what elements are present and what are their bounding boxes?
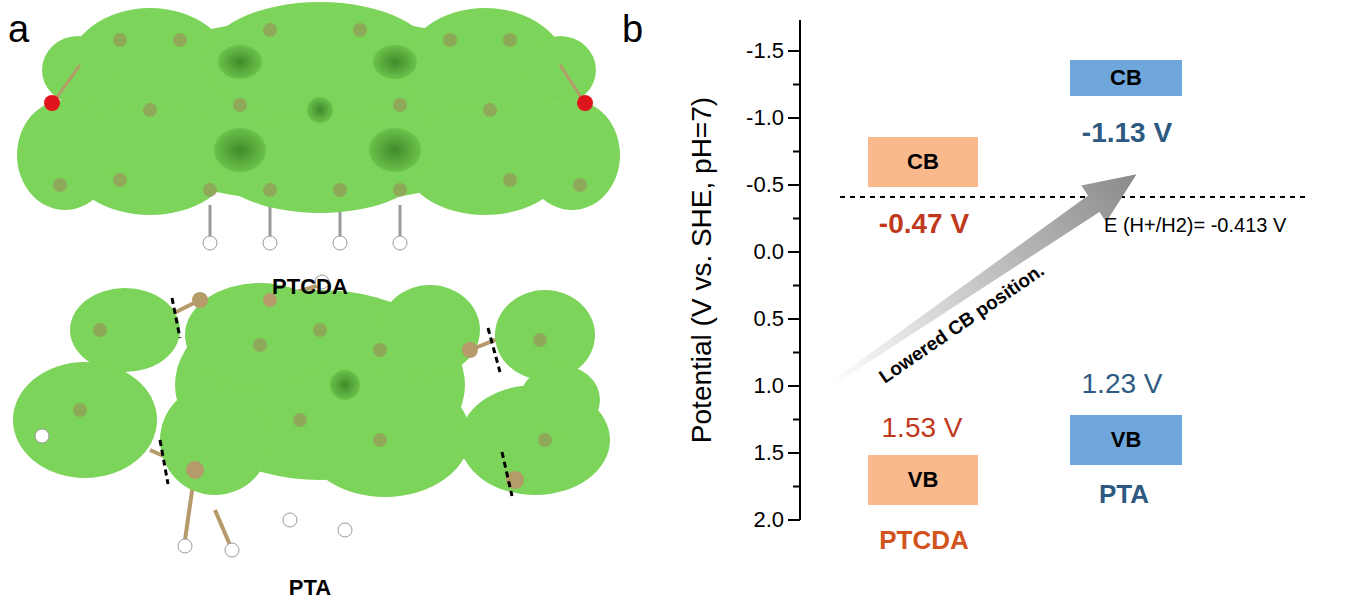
band-label: VB <box>908 467 939 493</box>
band-box: VB <box>1070 415 1182 465</box>
panel-letter: b <box>622 9 643 51</box>
band-label: VB <box>1111 427 1142 453</box>
ptcda-orbital <box>17 2 620 250</box>
arrow-label: Lowered CB position. <box>876 260 1049 388</box>
band-value: 1.53 V <box>882 413 963 444</box>
band-box: VB <box>868 455 978 505</box>
material-name: PTCDA <box>879 526 969 555</box>
pta-orbital <box>13 275 610 557</box>
tick-label: -1.0 <box>746 106 784 130</box>
tick-label: 0.5 <box>753 307 784 331</box>
tick-label: 1.0 <box>753 374 784 398</box>
tick-label: 0.0 <box>753 240 784 264</box>
band-label: CB <box>1110 65 1142 91</box>
tick-label: 2.0 <box>753 508 784 532</box>
axis-title: Potential (V vs. SHE, pH=7) <box>687 97 718 443</box>
potential-axis <box>788 20 800 520</box>
molecule-name: PTA <box>289 576 331 600</box>
panel-letter: a <box>8 9 29 51</box>
reference-label: E (H+/H2)= -0.413 V <box>1104 214 1286 236</box>
tick-label: 1.5 <box>753 441 784 465</box>
tick-label: -0.5 <box>746 173 784 197</box>
reference-line <box>840 196 1310 198</box>
tick-label: -1.5 <box>746 39 784 63</box>
shift-arrow <box>818 156 1149 403</box>
band-box: CB <box>1070 60 1182 96</box>
band-value: -1.13 V <box>1082 118 1172 149</box>
material-name: PTA <box>1099 480 1149 509</box>
molecule-name: PTCDA <box>272 275 348 299</box>
band-value: -0.47 V <box>879 209 969 240</box>
band-box: CB <box>868 137 978 187</box>
band-value: 1.23 V <box>1082 369 1163 400</box>
band-label: CB <box>907 149 939 175</box>
